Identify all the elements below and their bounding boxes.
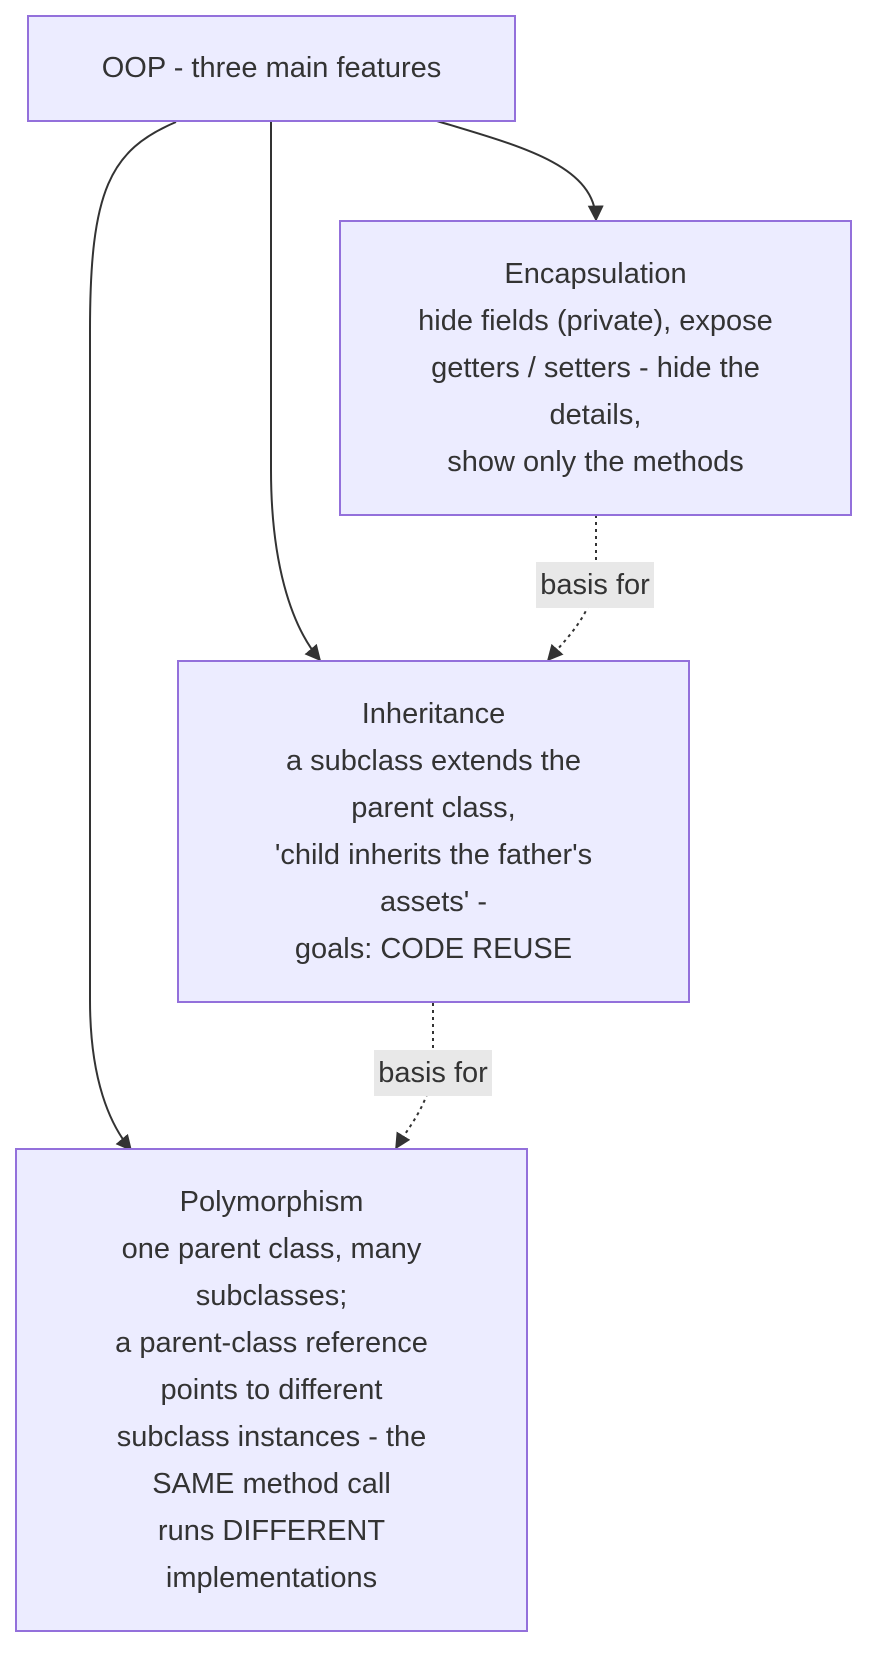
node-encapsulation: Encapsulation hide fields (private), exp… [339,220,852,516]
edge-root-to-encapsulation [436,120,604,222]
node-inheritance-line: goals: CODE REUSE [294,932,573,965]
node-polymorphism-line: subclass instances - the [116,1420,427,1453]
node-polymorphism-line: a parent-class reference [115,1326,428,1359]
node-oop-root: OOP - three main features [27,15,516,122]
node-inheritance-line: parent class, [351,791,516,824]
node-inheritance: Inheritance a subclass extends the paren… [177,660,690,1003]
edge-label-basis-for-encapsulation-inheritance: basis for [536,562,654,608]
node-inheritance-line: assets' - [379,885,488,918]
node-polymorphism-line: points to different [160,1373,383,1406]
node-inheritance-line: 'child inherits the father's [274,838,593,871]
node-oop-root-label: OOP - three main features [101,52,442,84]
node-inheritance-line: a subclass extends the [285,744,581,777]
node-polymorphism-line: SAME method call [152,1467,391,1500]
edge-label-basis-for-inheritance-polymorphism: basis for [374,1050,492,1096]
node-polymorphism-line: runs DIFFERENT [157,1514,386,1547]
node-polymorphism-line: implementations [165,1561,378,1594]
edge-root-to-polymorphism [89,121,177,1152]
node-encapsulation-line: hide fields (private), expose [418,304,773,337]
node-encapsulation-line: details, [549,398,642,431]
node-encapsulation-line: Encapsulation [504,257,687,290]
node-inheritance-line: Inheritance [361,697,506,730]
node-polymorphism-line: one parent class, many [121,1232,422,1265]
node-polymorphism-line: Polymorphism [179,1185,364,1218]
edge-inheritance-to-polymorphism [395,1003,434,1150]
node-encapsulation-line: getters / setters - hide the [431,351,760,384]
node-polymorphism: Polymorphism one parent class, many subc… [15,1148,528,1632]
node-encapsulation-line: show only the methods [447,445,744,478]
edge-root-to-inheritance [270,122,322,662]
node-polymorphism-line: subclasses; [195,1279,348,1312]
